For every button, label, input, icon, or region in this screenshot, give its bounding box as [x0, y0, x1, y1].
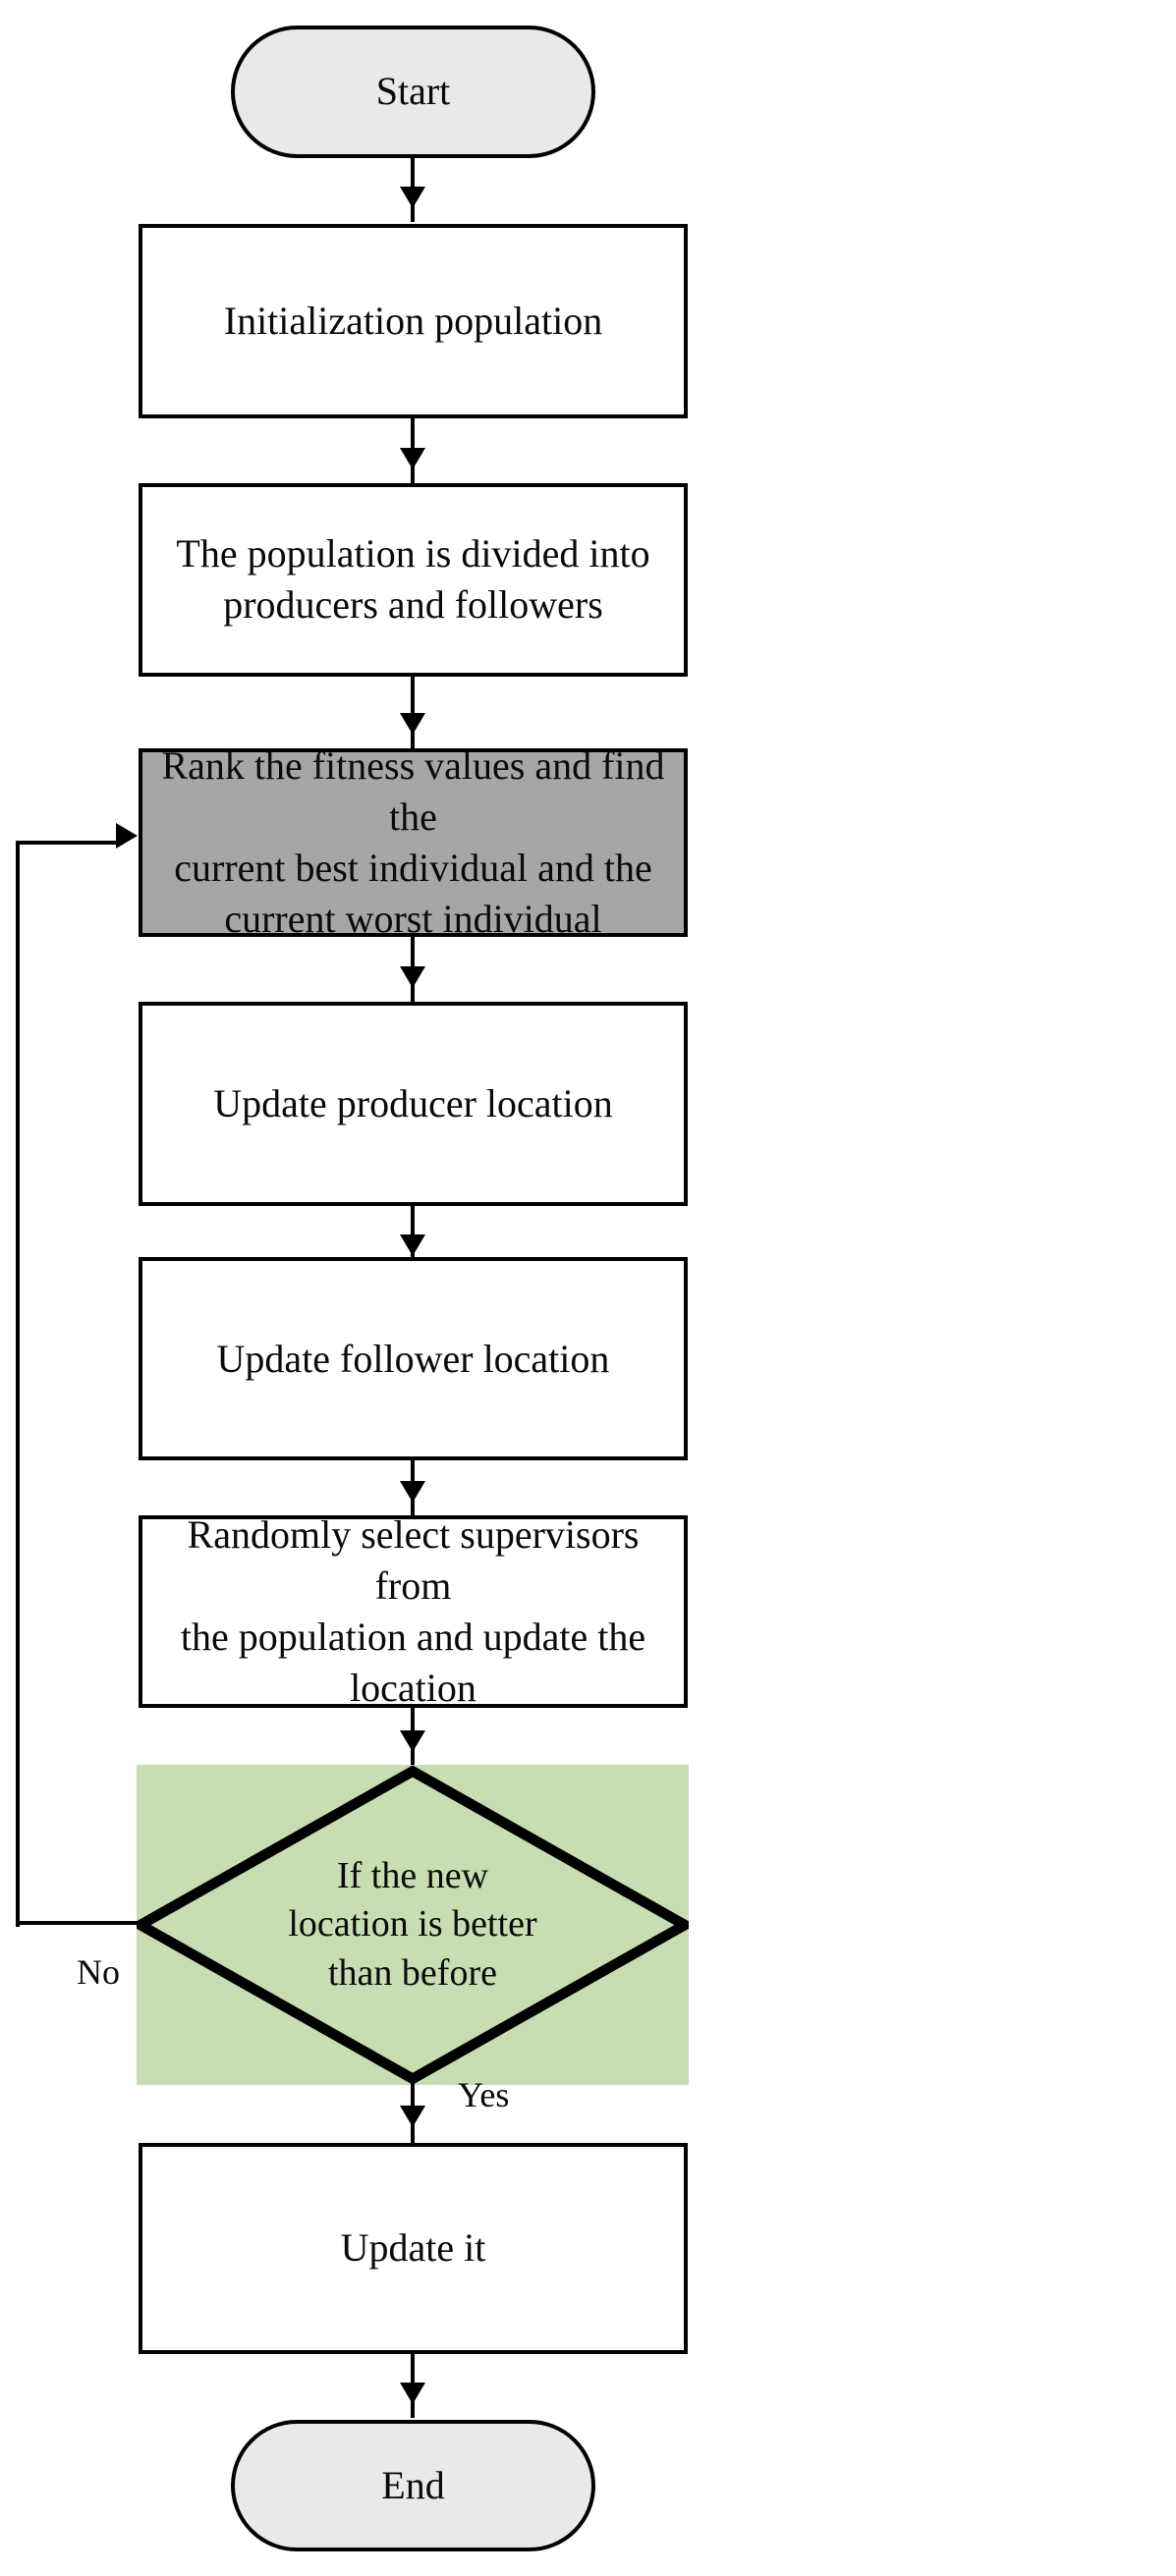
edge-label-no: No — [77, 1951, 120, 1992]
connector-no-vertical-rail — [16, 840, 20, 1928]
node-update-follower-location[interactable]: Update follower location — [139, 1257, 688, 1460]
node-update-producer-location-label: Update producer location — [213, 1080, 613, 1125]
node-update-it[interactable]: Update it — [139, 2143, 688, 2354]
connector-no-horizontal-from-diamond — [16, 1920, 140, 1925]
arrowhead-producer-to-follower — [400, 1234, 425, 1257]
node-select-supervisors[interactable]: Randomly select supervisors from the pop… — [139, 1512, 688, 1710]
node-end-label: End — [381, 2463, 445, 2508]
arrowhead-supervisors-to-decision — [400, 1730, 425, 1753]
node-select-supervisors-label: Randomly select supervisors from the pop… — [180, 1512, 646, 1710]
connector-divide-to-rank — [411, 676, 415, 749]
node-start-label: Start — [375, 69, 451, 114]
arrowhead-decision-to-update — [400, 2106, 425, 2128]
arrowhead-rank-to-producer — [400, 965, 425, 988]
node-update-producer-location[interactable]: Update producer location — [139, 1001, 688, 1206]
node-population-divided-label: The population is divided into producers… — [176, 531, 650, 628]
node-rank-fitness-label: Rank the fitness values and find the cur… — [161, 743, 665, 942]
arrowhead-divide-to-rank — [400, 713, 425, 736]
arrowhead-init-to-divide — [400, 447, 425, 469]
diamond-shape-icon — [137, 1764, 689, 2085]
node-population-divided[interactable]: The population is divided into producers… — [139, 482, 688, 677]
node-rank-fitness[interactable]: Rank the fitness values and find the cur… — [139, 743, 688, 941]
node-update-follower-location-label: Update follower location — [216, 1336, 610, 1381]
node-initialization-population[interactable]: Initialization population — [139, 223, 688, 419]
arrowhead-no-into-rank — [116, 822, 138, 849]
node-update-it-label: Update it — [340, 2225, 486, 2271]
node-decision-new-location-better[interactable]: If the new location is better than befor… — [137, 1764, 689, 2085]
node-initialization-population-label: Initialization population — [223, 299, 603, 344]
node-start[interactable]: Start — [231, 26, 595, 158]
connector-no-horizontal-into-rank — [16, 840, 119, 845]
node-decision-label: If the new location is better than befor… — [288, 1854, 537, 1994]
node-end[interactable]: End — [231, 2419, 595, 2552]
arrowhead-start-to-init — [400, 187, 425, 209]
edge-label-yes: Yes — [458, 2074, 510, 2114]
arrowhead-follower-to-supervisors — [400, 1481, 425, 1504]
arrowhead-update-to-end — [400, 2383, 425, 2405]
